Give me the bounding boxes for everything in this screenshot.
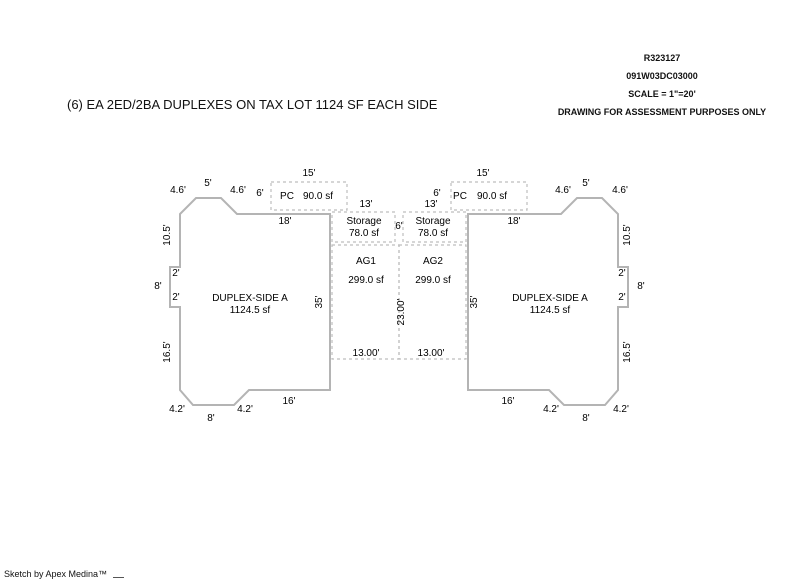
left-porch-label: PC [280, 191, 294, 202]
left-unit-name: DUPLEX-SIDE A [212, 293, 288, 304]
left-bump-top-dim: 2' [172, 268, 180, 279]
garage-ag1-area: 299.0 sf [348, 275, 384, 286]
right-unit-name: DUPLEX-SIDE A [512, 293, 588, 304]
right-storage-box [402, 211, 467, 243]
left-storage-box [331, 211, 396, 243]
right-unit-area: 1124.5 sf [530, 305, 571, 316]
right-bottom-dim: 8' [582, 413, 590, 424]
left-bump-side-dim: 8' [154, 281, 162, 292]
left-bottom-wall-dim: 16' [282, 396, 295, 407]
left-top-dim: 5' [204, 178, 212, 189]
left-side-lower-dim: 16.5' [162, 341, 173, 362]
page-title: (6) EA 2ED/2BA DUPLEXES ON TAX LOT 1124 … [67, 97, 438, 112]
right-storage-width-dim: 13' [424, 199, 437, 210]
right-bump-side-dim: 8' [637, 281, 645, 292]
credit-underline [113, 577, 124, 578]
right-side-upper-dim: 10.5' [622, 224, 633, 245]
right-bottom-chamfer-left-dim: 4.2' [543, 404, 559, 415]
right-bottom-wall-dim: 16' [501, 396, 514, 407]
right-storage-label: Storage [415, 216, 450, 227]
left-bottom-chamfer-right-dim: 4.2' [237, 404, 253, 415]
right-top-chamfer-right-dim: 4.6' [612, 185, 628, 196]
right-storage-area: 78.0 sf [418, 228, 448, 239]
storage-height-dim: 6' [395, 221, 403, 232]
right-building-outline [467, 197, 629, 406]
garage-depth-dim: 23.00' [396, 298, 407, 325]
right-porch-label: PC [453, 191, 467, 202]
right-porch-width-dim: 15' [476, 168, 489, 179]
left-porch-box [270, 181, 348, 211]
right-porch-area: 90.0 sf [477, 191, 507, 202]
left-storage-area: 78.0 sf [349, 228, 379, 239]
garage-ag2-width-dim: 13.00' [418, 348, 445, 359]
scale-note: SCALE = 1"=20' [628, 89, 696, 99]
right-bump-bottom-dim: 2' [618, 292, 626, 303]
left-bottom-dim: 8' [207, 413, 215, 424]
left-top-wall-dim: 18' [278, 216, 291, 227]
garage-ag2-label: AG2 [423, 256, 443, 267]
left-building-outline [169, 197, 331, 406]
left-porch-width-dim: 15' [302, 168, 315, 179]
right-top-dim: 5' [582, 178, 590, 189]
header-info: R323127 091W03DC03000 SCALE = 1"=20' DRA… [540, 49, 784, 121]
record-number: R323127 [643, 53, 681, 63]
left-inner-wall-dim: 35' [314, 295, 325, 308]
garage-ag2-area: 299.0 sf [415, 275, 451, 286]
left-bottom-chamfer-left-dim: 4.2' [169, 404, 185, 415]
left-bump-bottom-dim: 2' [172, 292, 180, 303]
left-porch-area: 90.0 sf [303, 191, 333, 202]
right-top-chamfer-left-dim: 4.6' [555, 185, 571, 196]
right-porch-box [450, 181, 528, 211]
disclaimer-note: DRAWING FOR ASSESSMENT PURPOSES ONLY [557, 107, 767, 117]
right-top-wall-dim: 18' [507, 216, 520, 227]
left-top-segment-dim: 6' [256, 188, 264, 199]
right-bottom-chamfer-right-dim: 4.2' [613, 404, 629, 415]
left-storage-width-dim: 13' [359, 199, 372, 210]
left-top-chamfer-right-dim: 4.6' [230, 185, 246, 196]
sketch-credit: Sketch by Apex Medina™ [4, 569, 108, 579]
left-unit-area: 1124.5 sf [230, 305, 271, 316]
left-storage-label: Storage [346, 216, 381, 227]
right-top-segment-dim: 6' [433, 188, 441, 199]
garage-ag1-width-dim: 13.00' [353, 348, 380, 359]
left-top-chamfer-left-dim: 4.6' [170, 185, 186, 196]
garage-ag1-label: AG1 [356, 256, 376, 267]
left-side-upper-dim: 10.5' [162, 224, 173, 245]
parcel-number: 091W03DC03000 [626, 71, 698, 81]
right-inner-wall-dim: 35' [469, 295, 480, 308]
right-bump-top-dim: 2' [618, 268, 626, 279]
right-side-lower-dim: 16.5' [622, 341, 633, 362]
